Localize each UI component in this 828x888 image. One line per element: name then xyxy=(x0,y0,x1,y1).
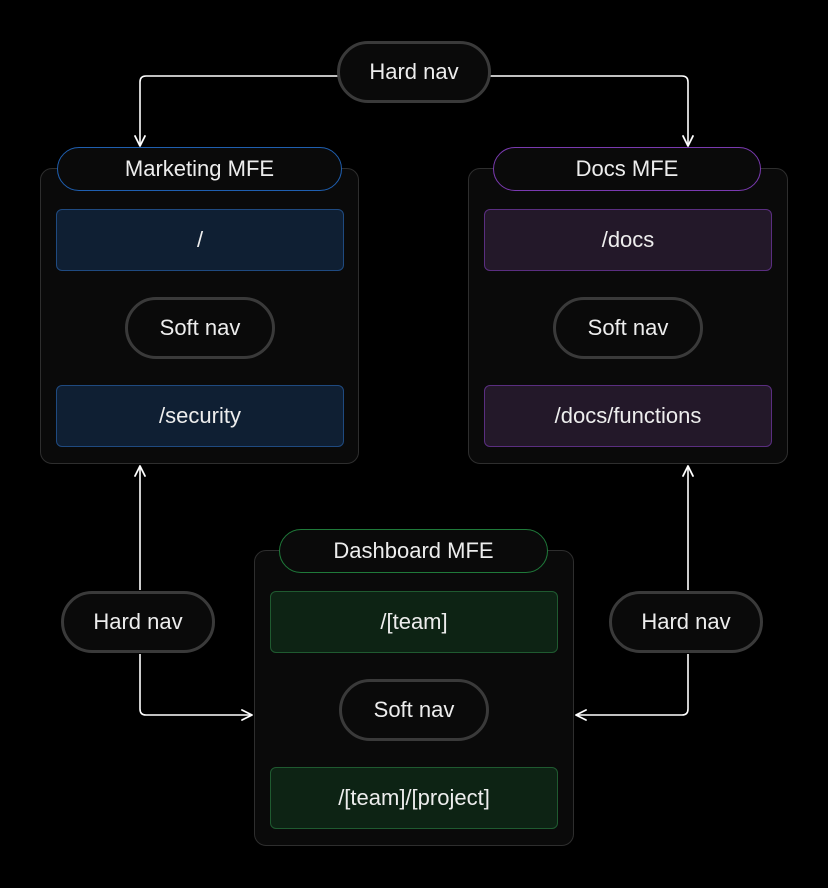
marketing-mfe-title: Marketing MFE xyxy=(57,147,342,191)
dashboard-soft-nav-pill: Soft nav xyxy=(339,679,489,741)
hard-nav-right-to-dashboard-arrow xyxy=(575,654,689,721)
docs-mfe-title: Docs MFE xyxy=(493,147,761,191)
marketing-route-security: /security xyxy=(56,385,344,447)
marketing-soft-nav-pill: Soft nav xyxy=(125,297,275,359)
dashboard-mfe-title: Dashboard MFE xyxy=(279,529,548,573)
docs-route-docs: /docs xyxy=(484,209,772,271)
hard-nav-top-to-marketing-arrow xyxy=(134,75,338,147)
hard-nav-top-to-docs-arrow xyxy=(490,75,694,147)
hard-nav-right-pill: Hard nav xyxy=(609,591,763,653)
docs-route-functions: /docs/functions xyxy=(484,385,772,447)
hard-nav-left-to-dashboard-arrow xyxy=(139,654,253,721)
hard-nav-top-pill: Hard nav xyxy=(337,41,491,103)
docs-soft-nav-pill: Soft nav xyxy=(553,297,703,359)
hard-nav-left-pill: Hard nav xyxy=(61,591,215,653)
dashboard-route-team: /[team] xyxy=(270,591,558,653)
dashboard-route-project: /[team]/[project] xyxy=(270,767,558,829)
marketing-route-root: / xyxy=(56,209,344,271)
